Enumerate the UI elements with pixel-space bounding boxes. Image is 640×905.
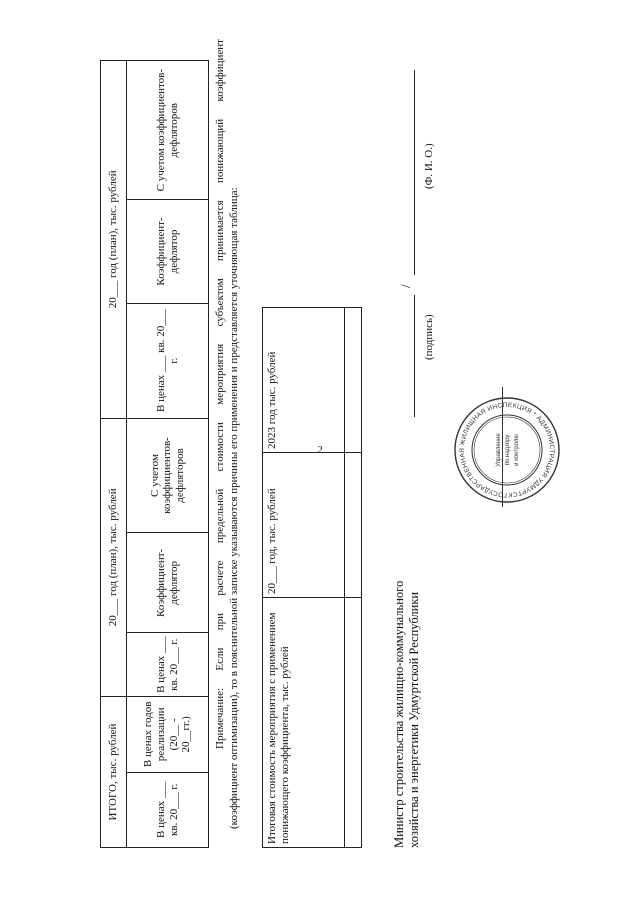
official-seal-stamp: ГОСУДАРСТВЕННАЯ ЖИЛИЩНАЯ ИНСПЕКЦИЯ * АДМ… — [452, 397, 560, 505]
coef-col-2023: 2023 год тыс. рублей — [262, 307, 345, 453]
signer-line-2: хозяйства и энергетики Удмуртской Респуб… — [407, 591, 421, 848]
col-header-deflator: Коэффициент-дефлятор — [126, 532, 209, 633]
col-header-prices-years: В ценах годов реализации (20__ - 20__гг.… — [126, 696, 209, 773]
signature-slash: / — [398, 284, 413, 288]
group-header-plan-2: 20___ год (план), тыс. рублей — [100, 60, 127, 419]
coef-cell-year — [344, 452, 362, 598]
col-header-with-deflators: С учетом коэффициентов-дефляторов — [126, 418, 209, 533]
stamp-center-line-1: Управление — [496, 433, 502, 467]
col-header-with-deflators-2: С учетом коэффициентов-дефляторов — [126, 60, 209, 200]
note-line-1: Примечание: Если при расчете предельной … — [214, 39, 226, 749]
signature-line — [414, 295, 415, 417]
cost-table: ИТОГО, тыс. рублей 20___ год (план), тыс… — [100, 60, 209, 848]
group-header-total: ИТОГО, тыс. рублей — [100, 696, 127, 848]
note-paragraph: Примечание: Если при расчете предельной … — [213, 39, 241, 829]
coef-col-total: Итоговая стоимость мероприятия с примене… — [262, 597, 345, 848]
coef-col-year: 20___ год, тыс. рублей — [262, 452, 345, 598]
page-number: 2 — [317, 444, 323, 456]
name-line — [414, 70, 415, 275]
col-header-prices-quarter-2: В ценах ___ кв. 20___ г. — [126, 632, 209, 697]
stamp-center-line-3: и контролю — [514, 434, 520, 466]
group-header-plan-1: 20___ год (план), тыс. рублей — [100, 418, 127, 697]
coef-cell-2023 — [344, 307, 362, 453]
coefficient-table: Итоговая стоимость мероприятия с примене… — [262, 307, 362, 848]
signer-title: Министр строительства жилищно-коммунальн… — [392, 428, 422, 848]
coef-cell-total — [344, 597, 362, 848]
name-caption: (Ф. И. О.) — [423, 143, 435, 189]
col-header-prices-quarter: В ценах ___ кв. 20___ г. — [126, 772, 209, 848]
col-header-deflator-2: Коэффициент-дефлятор — [126, 199, 209, 304]
col-header-prices-quarter-3: В ценах ___ кв. 20___ г. — [126, 303, 209, 419]
signer-line-1: Министр строительства жилищно-коммунальн… — [392, 580, 406, 848]
stamp-center-line-2: по надзору — [505, 435, 511, 466]
note-line-2: (коэффициент оптимизации), то в поясните… — [228, 187, 240, 829]
signature-caption: (подпись) — [423, 314, 435, 360]
